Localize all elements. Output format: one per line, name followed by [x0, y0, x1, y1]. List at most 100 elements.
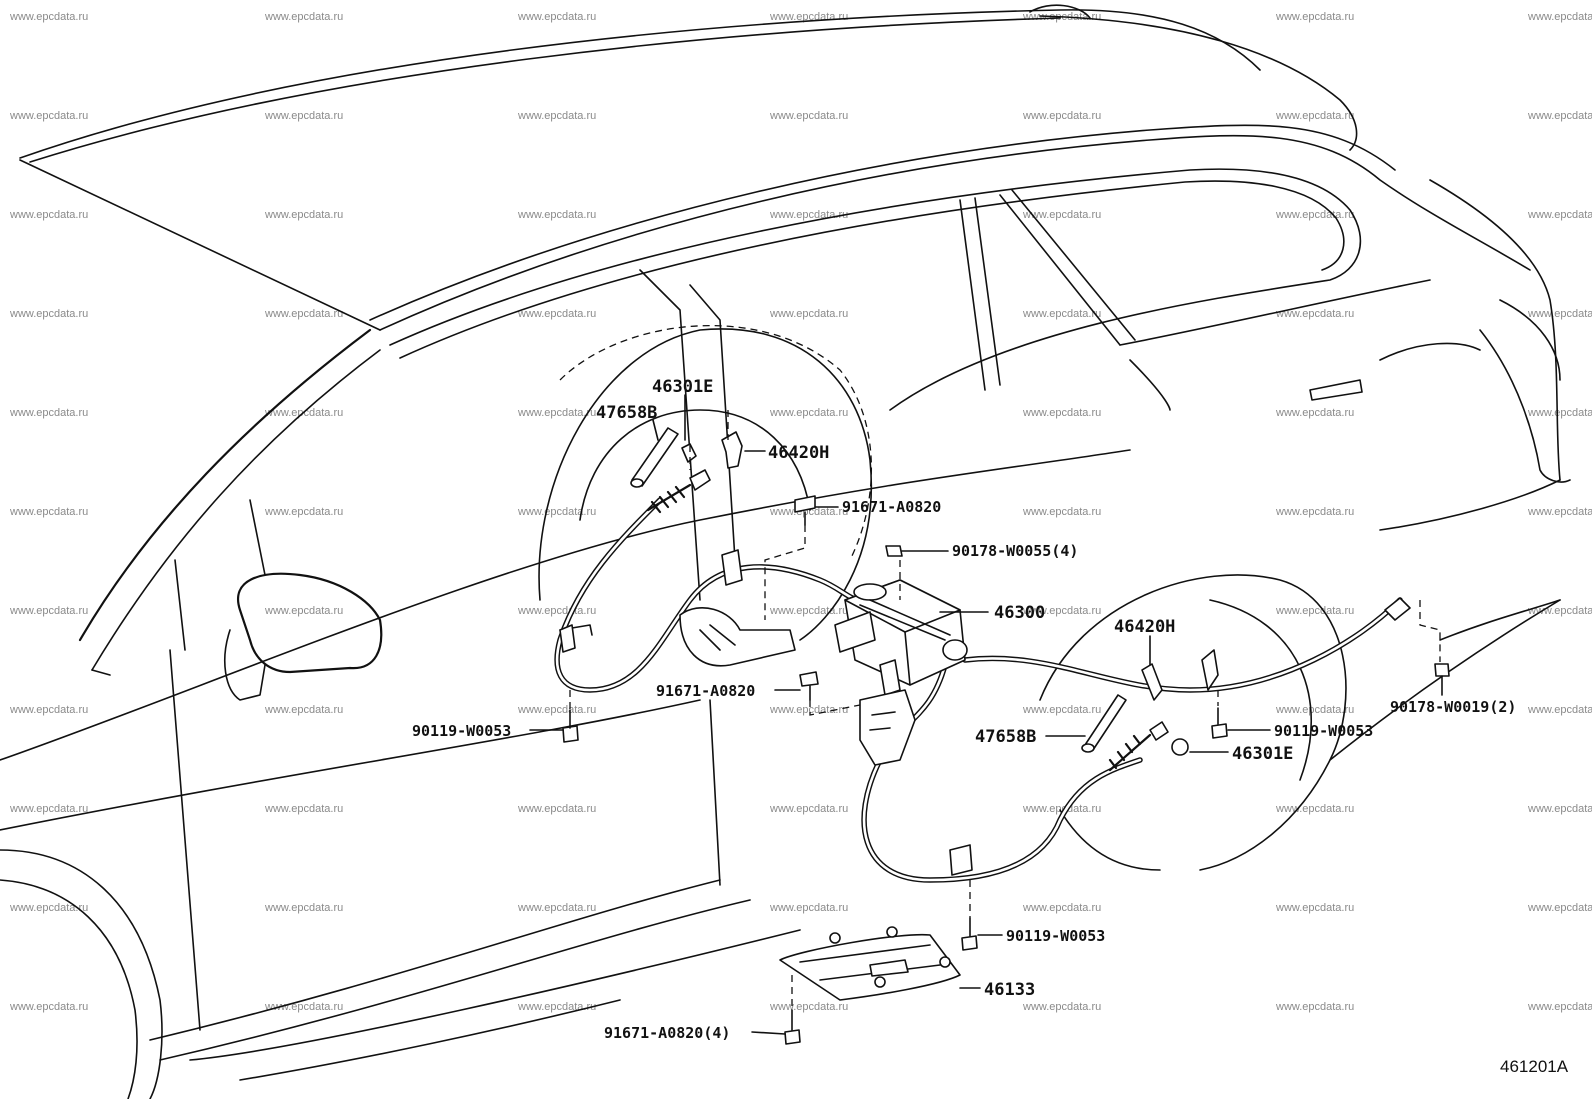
watermark-text: www.epcdata.ru [1022, 506, 1101, 518]
cover-plate-46133 [779, 926, 961, 1001]
watermark-text: www.epcdata.ru [1022, 407, 1101, 419]
watermark-text: www.epcdata.ru [264, 1001, 343, 1013]
watermark-text: www.epcdata.ru [769, 209, 848, 221]
watermark-text: www.epcdata.ru [9, 11, 88, 23]
watermark-text: www.epcdata.ru [1527, 308, 1592, 320]
watermark-text: www.epcdata.ru [1022, 605, 1101, 617]
watermark-text: www.epcdata.ru [264, 209, 343, 221]
part-labels: 46301E 47658B 46420H 91671-A0820 90178-W… [412, 377, 1516, 1042]
watermark-text: www.epcdata.ru [769, 902, 848, 914]
parts [559, 427, 1450, 1045]
watermark-text: www.epcdata.ru [9, 605, 88, 617]
watermark-text: www.epcdata.ru [9, 902, 88, 914]
watermark-text: www.epcdata.ru [517, 308, 596, 320]
watermark-text: www.epcdata.ru [1022, 209, 1101, 221]
label-90119-w0053-bottom: 90119-W0053 [1006, 927, 1105, 945]
watermark-text: www.epcdata.ru [1275, 1001, 1354, 1013]
watermark-text: www.epcdata.ru [769, 704, 848, 716]
watermark-text: www.epcdata.ru [1527, 407, 1592, 419]
label-46420h-right: 46420H [1114, 617, 1175, 637]
watermark-text: www.epcdata.ru [517, 803, 596, 815]
watermark-text: www.epcdata.ru [1527, 209, 1592, 221]
watermark-text: www.epcdata.ru [517, 110, 596, 122]
label-91671-a0820-mid: 91671-A0820 [656, 682, 755, 700]
watermark-text: www.epcdata.ru [1527, 506, 1592, 518]
watermark-text: www.epcdata.ru [9, 407, 88, 419]
watermark-text: www.epcdata.ru [769, 803, 848, 815]
watermark-text: www.epcdata.ru [769, 506, 848, 518]
watermark-text: www.epcdata.ru [517, 209, 596, 221]
watermark-text: www.epcdata.ru [1527, 1001, 1592, 1013]
watermark-text: www.epcdata.ru [769, 308, 848, 320]
label-46301e-right: 46301E [1232, 744, 1293, 764]
watermark-text: www.epcdata.ru [1527, 11, 1592, 23]
watermark-text: www.epcdata.ru [517, 407, 596, 419]
watermark-text: www.epcdata.ru [1275, 605, 1354, 617]
diagram-code: 461201A [1500, 1057, 1569, 1076]
watermark-text: www.epcdata.ru [1527, 110, 1592, 122]
label-90119-w0053-right: 90119-W0053 [1274, 722, 1373, 740]
label-90178-w0019: 90178-W0019(2) [1390, 698, 1516, 716]
watermark-text: www.epcdata.ru [264, 704, 343, 716]
actuator-46300 [834, 579, 968, 696]
watermark-text: www.epcdata.ru [1022, 308, 1101, 320]
watermark-text: www.epcdata.ru [1022, 803, 1101, 815]
label-46420h-top: 46420H [768, 443, 829, 463]
watermark-text: www.epcdata.ru [264, 506, 343, 518]
label-91671-a0820-top: 91671-A0820 [842, 498, 941, 516]
watermark-text: www.epcdata.ru [1275, 110, 1354, 122]
watermark-text: www.epcdata.ru [1527, 704, 1592, 716]
watermark-text: www.epcdata.ru [517, 11, 596, 23]
watermark-text: www.epcdata.ru [1275, 209, 1354, 221]
watermark-text: www.epcdata.ru [1275, 11, 1354, 23]
watermark-text: www.epcdata.ru [1527, 605, 1592, 617]
watermark-text: www.epcdata.ru [1527, 803, 1592, 815]
watermark-text: www.epcdata.ru [1275, 902, 1354, 914]
label-91671-a0820-4: 91671-A0820(4) [604, 1024, 730, 1042]
watermark-text: www.epcdata.ru [1022, 902, 1101, 914]
watermark-text: www.epcdata.ru [517, 704, 596, 716]
watermark-text: www.epcdata.ru [1275, 506, 1354, 518]
watermark-text: www.epcdata.ru [1022, 1001, 1101, 1013]
watermark-text: www.epcdata.ru [264, 11, 343, 23]
label-47658b-top: 47658B [596, 403, 657, 423]
watermark-text: www.epcdata.ru [9, 704, 88, 716]
watermark-text: www.epcdata.ru [769, 605, 848, 617]
watermark-text: www.epcdata.ru [517, 1001, 596, 1013]
watermark-text: www.epcdata.ru [264, 110, 343, 122]
watermark-text: www.epcdata.ru [264, 308, 343, 320]
left-bracket [679, 606, 796, 667]
label-46133: 46133 [984, 980, 1035, 1000]
watermark-text: www.epcdata.ru [9, 110, 88, 122]
watermark-text: www.epcdata.ru [769, 1001, 848, 1013]
watermark-text: www.epcdata.ru [517, 902, 596, 914]
label-47658b-right: 47658B [975, 727, 1036, 747]
watermark-text: www.epcdata.ru [9, 209, 88, 221]
car-body-outline [0, 4, 1571, 1099]
watermark-text: www.epcdata.ru [517, 605, 596, 617]
watermark-text: www.epcdata.ru [264, 902, 343, 914]
parking-brake-cables [554, 469, 1411, 883]
watermark-layer: www.epcdata.ru www.epcdata.ru www.epcdata.… [9, 11, 1592, 1013]
watermark-text: www.epcdata.ru [264, 803, 343, 815]
reference-lines [569, 410, 1441, 1010]
watermark-text: www.epcdata.ru [1527, 902, 1592, 914]
label-46301e-top: 46301E [652, 377, 713, 397]
watermark-text: www.epcdata.ru [9, 803, 88, 815]
label-90178-w0055: 90178-W0055(4) [952, 542, 1078, 560]
watermark-text: www.epcdata.ru [9, 1001, 88, 1013]
watermark-text: www.epcdata.ru [1275, 407, 1354, 419]
watermark-text: www.epcdata.ru [264, 605, 343, 617]
watermark-text: www.epcdata.ru [1022, 704, 1101, 716]
bolts [562, 495, 1450, 1045]
watermark-text: www.epcdata.ru [517, 506, 596, 518]
watermark-text: www.epcdata.ru [769, 110, 848, 122]
watermark-text: www.epcdata.ru [1275, 803, 1354, 815]
watermark-text: www.epcdata.ru [1022, 110, 1101, 122]
watermark-text: www.epcdata.ru [1275, 704, 1354, 716]
leader-lines [529, 394, 1443, 1035]
watermark-text: www.epcdata.ru [769, 407, 848, 419]
watermark-text: www.epcdata.ru [9, 506, 88, 518]
watermark-text: www.epcdata.ru [1275, 308, 1354, 320]
